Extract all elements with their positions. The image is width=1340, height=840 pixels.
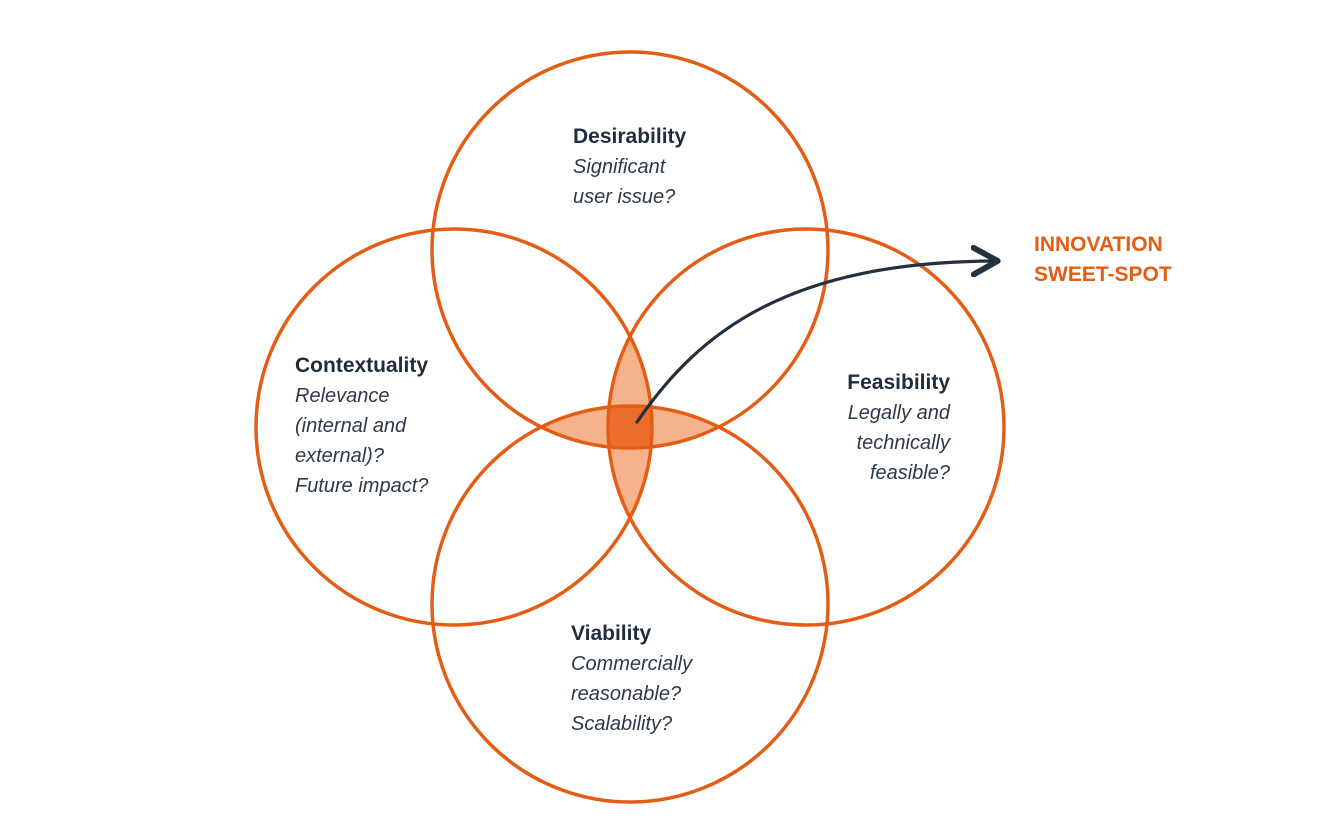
feasibility-line: feasible? <box>869 462 950 484</box>
desirability-label: Desirability Significant user issue? <box>573 122 686 212</box>
sweet-spot-arrow <box>635 261 995 424</box>
feasibility-line: technically <box>856 432 950 454</box>
contextuality-line: Relevance <box>295 385 390 407</box>
desirability-title: Desirability <box>573 125 687 148</box>
feasibility-title: Feasibility <box>847 371 950 394</box>
contextuality-line: external)? <box>295 445 384 467</box>
callout-line: INNOVATION <box>1034 233 1163 256</box>
contextuality-title: Contextuality <box>295 354 429 377</box>
viability-label: Viability Commercially reasonable? Scala… <box>571 619 692 739</box>
desirability-line: user issue? <box>573 186 676 208</box>
desirability-line: Significant <box>573 156 666 178</box>
desirability-circle <box>430 50 830 450</box>
feasibility-label: Feasibility Legally and technically feas… <box>790 368 950 488</box>
innovation-sweet-spot-callout: INNOVATION SWEET-SPOT <box>1034 230 1172 290</box>
callout-line: SWEET-SPOT <box>1034 263 1172 286</box>
contextuality-line: (internal and <box>295 415 407 437</box>
contextuality-label: Contextuality Relevance (internal and ex… <box>295 351 428 501</box>
viability-line: Commercially <box>571 653 693 675</box>
contextuality-line: Future impact? <box>295 475 429 497</box>
viability-line: Scalability? <box>571 713 673 735</box>
feasibility-circle <box>606 227 1006 627</box>
viability-circle <box>430 404 830 804</box>
viability-title: Viability <box>571 622 652 645</box>
viability-line: reasonable? <box>571 683 682 705</box>
contextuality-circle <box>254 227 654 627</box>
feasibility-line: Legally and <box>847 402 950 424</box>
